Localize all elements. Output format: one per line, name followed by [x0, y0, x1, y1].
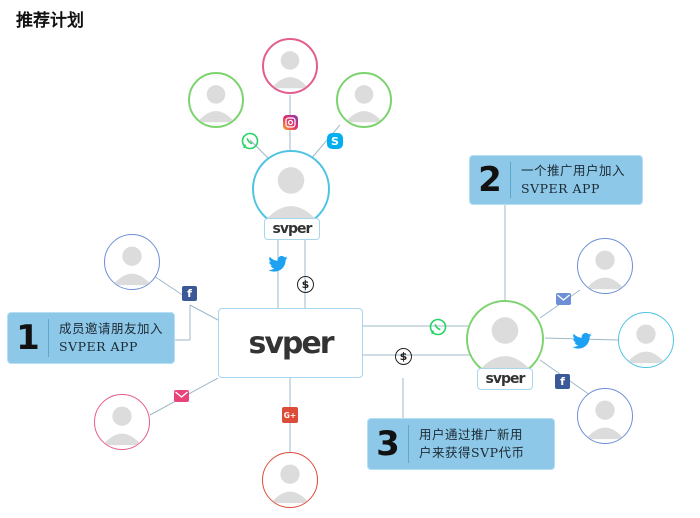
facebook-icon-glyph: f [187, 287, 192, 300]
svper-label-right: svper [477, 368, 533, 390]
callout-step-1-divider [48, 319, 49, 357]
callout-step-2-text: 一个推广用户加入 SVPER APP [521, 163, 626, 196]
whatsapp-icon [241, 132, 259, 150]
svper-hub: svper [218, 308, 363, 378]
email-icon-right [556, 293, 571, 305]
dollar-icon-right: $ [395, 348, 412, 365]
whatsapp-icon-right [429, 318, 447, 336]
facebook-icon-right: f [555, 374, 570, 389]
google-plus-icon-glyph: G+ [283, 410, 297, 420]
dollar-icon-right-glyph: $ [399, 350, 408, 363]
avatar-top-left-green [188, 72, 244, 128]
callout-step-2-number: 2 [478, 160, 502, 200]
callout-step-2: 2 一个推广用户加入 SVPER APP [469, 155, 643, 205]
callout-step-3: 3 用户通过推广新用 户来获得SVP代币 [367, 418, 555, 470]
dollar-icon-glyph: $ [301, 278, 310, 291]
callout-step-3-number: 3 [376, 424, 400, 464]
callout-step-1-text: 成员邀请朋友加入 SVPER APP [59, 321, 164, 354]
svper-hub-logo: svper [248, 325, 334, 361]
email-icon [174, 390, 189, 402]
google-plus-icon: G+ [282, 407, 298, 423]
svper-label-right-text: svper [485, 371, 526, 387]
skype-icon: S [327, 133, 343, 149]
avatar-right-mid-teal [618, 312, 674, 368]
dollar-icon: $ [297, 276, 314, 293]
avatar-top-right-green [336, 72, 392, 128]
avatar-right-bottom-blue [577, 388, 633, 444]
callout-step-3-text: 用户通过推广新用 户来获得SVP代币 [419, 427, 525, 460]
facebook-icon-right-glyph: f [560, 375, 565, 388]
callout-step-3-divider [408, 425, 409, 463]
avatar-bottom-left-pink [94, 394, 150, 450]
callout-step-1-number: 1 [16, 318, 40, 358]
avatar-top-hub [252, 150, 330, 228]
avatar-right-top-blue [577, 238, 633, 294]
facebook-icon: f [182, 286, 197, 301]
twitter-icon [268, 256, 288, 272]
avatar-left-blue [104, 234, 160, 290]
page-title: 推荐计划 [16, 11, 84, 31]
svper-label-top: svper [264, 218, 320, 240]
avatar-right-hub [466, 300, 544, 378]
avatar-top-center-pink [262, 38, 318, 94]
callout-step-1: 1 成员邀请朋友加入 SVPER APP [7, 312, 175, 364]
callout-step-2-divider [510, 162, 511, 198]
instagram-icon [283, 115, 298, 130]
twitter-icon-right [572, 333, 592, 349]
avatar-bottom-center-red [262, 452, 318, 508]
svper-label-top-text: svper [272, 221, 313, 237]
